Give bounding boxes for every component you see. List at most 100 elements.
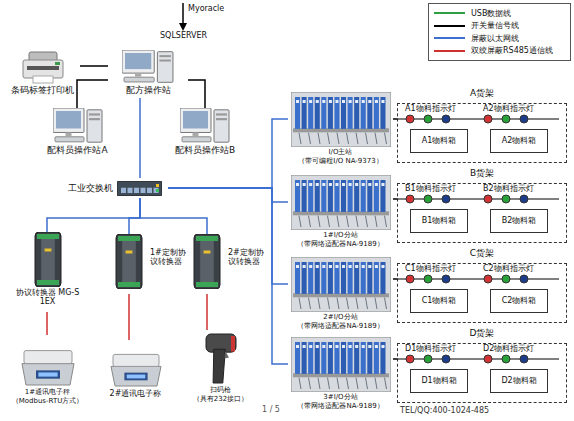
io-icon xyxy=(348,345,351,348)
io-icon xyxy=(327,262,332,294)
io-icon xyxy=(367,342,372,374)
legend-row: 屏蔽以太网线 xyxy=(433,32,566,45)
io-icon xyxy=(375,133,377,144)
io-station: 1#I/O分站（带网络适配器NA-9189） xyxy=(288,175,393,255)
shelf-group: D货架D1物料箱D2物料箱 xyxy=(397,328,567,403)
material-bin: D2物料箱 xyxy=(490,369,548,393)
node-text: 扫码枪 xyxy=(210,386,231,394)
legend-line xyxy=(434,37,465,39)
recipe-workstation: 配方操作站 xyxy=(108,50,188,98)
conv-icon xyxy=(44,249,51,252)
io-icon xyxy=(328,100,331,103)
io-icon xyxy=(291,257,391,312)
io-icon xyxy=(327,378,329,389)
io-icon xyxy=(374,183,377,186)
io-icon xyxy=(318,216,320,227)
printer-icon xyxy=(33,76,53,83)
io-icon xyxy=(334,262,339,294)
io-icon xyxy=(380,342,385,374)
legend-line-sample xyxy=(433,34,467,42)
node-text: 1#通讯电子秤 xyxy=(25,388,70,396)
legend-box: USB数据线开关量信号线屏蔽以太网线双绞屏蔽RS485通信线 xyxy=(428,3,571,61)
database-label: SQLSERVER xyxy=(160,31,207,40)
legend-text: 开关量信号线 xyxy=(471,20,519,31)
io-icon xyxy=(347,97,352,129)
protocol-converter: 协议转换器 MG-S1EX xyxy=(15,232,80,312)
node-text: B2物料箱 xyxy=(502,216,537,225)
switch-icon xyxy=(156,184,159,187)
io-icon xyxy=(315,345,318,348)
io-icon xyxy=(354,180,359,212)
pc-icon xyxy=(180,108,211,132)
lamp-label: D1物料指示灯 xyxy=(405,344,456,353)
io-icon xyxy=(299,216,301,227)
shelf-group: A货架A1物料箱A2物料箱 xyxy=(397,88,567,163)
io-icon xyxy=(361,345,364,348)
pc-icon xyxy=(89,118,100,120)
switch-icon xyxy=(147,187,152,192)
io-icon xyxy=(322,183,325,186)
node-text: A2物料箱 xyxy=(502,136,537,145)
io-icon xyxy=(380,180,385,212)
indicator-lamp xyxy=(502,275,510,283)
io-icon xyxy=(384,133,386,144)
scale-icon xyxy=(111,366,161,386)
pc-icon xyxy=(122,50,154,73)
io-icon xyxy=(355,265,358,268)
io-icon xyxy=(296,183,299,186)
material-bin: B2物料箱 xyxy=(490,209,548,233)
switch-icon xyxy=(141,187,146,192)
indicator-lamp xyxy=(442,195,450,203)
indicator-lamp xyxy=(484,355,492,363)
io-icon xyxy=(348,265,351,268)
page-number: 1 / 5 xyxy=(262,405,280,414)
legend-row: 双绞屏蔽RS485通信线 xyxy=(433,45,566,58)
connector-line xyxy=(80,65,108,67)
shelf-group: C货架C1物料箱C2物料箱 xyxy=(397,248,567,323)
legend-text: USB数据线 xyxy=(471,8,511,19)
node-text: D2物料箱 xyxy=(501,376,536,385)
io-icon xyxy=(335,183,338,186)
lamp-label: C1物料指示灯 xyxy=(405,264,456,273)
pc-icon xyxy=(159,60,170,62)
lamp-label: A2物料指示灯 xyxy=(483,104,534,113)
io-icon xyxy=(337,216,339,227)
indicator-lamp xyxy=(484,115,492,123)
conv-icon xyxy=(118,236,140,241)
indicator-lamp xyxy=(520,355,528,363)
switch-icon xyxy=(121,187,126,192)
legend-line-sample xyxy=(433,9,467,17)
operator-workstation: 配料员操作站B xyxy=(165,108,245,158)
io-icon xyxy=(384,378,386,389)
caption-wrap: 1#定制协议转换器 xyxy=(150,234,192,266)
io-icon xyxy=(365,133,367,144)
io-icon xyxy=(296,265,299,268)
io-icon xyxy=(318,298,320,309)
scale-icon xyxy=(126,375,145,379)
scanner-icon xyxy=(213,349,225,383)
node-text: 条码标签打印机 xyxy=(11,85,74,95)
io-icon xyxy=(334,97,339,129)
database-arrow xyxy=(182,3,184,29)
connector-line xyxy=(168,188,288,202)
io-icon xyxy=(348,183,351,186)
shelf-heading: D货架 xyxy=(397,328,567,338)
io-icon xyxy=(367,97,372,129)
weighing-scale: 1#通讯电子秤（Modbus-RTU方式） xyxy=(5,335,90,415)
io-icon xyxy=(341,180,346,212)
io-station: I/O主站（带可编程I/O NA-9373） xyxy=(288,92,393,172)
io-icon xyxy=(374,265,377,268)
material-bin: A2物料箱 xyxy=(490,129,548,153)
lamp-label: A1物料指示灯 xyxy=(405,104,456,113)
io-icon xyxy=(318,378,320,389)
pc-icon xyxy=(135,73,141,76)
io-icon xyxy=(373,342,378,374)
indicator-lamp xyxy=(424,115,432,123)
io-icon xyxy=(327,298,329,309)
io-icon xyxy=(328,345,331,348)
io-icon xyxy=(314,97,319,129)
io-icon xyxy=(321,342,326,374)
io-icon xyxy=(335,100,338,103)
scale-icon xyxy=(22,364,74,385)
conv-icon xyxy=(41,237,55,282)
